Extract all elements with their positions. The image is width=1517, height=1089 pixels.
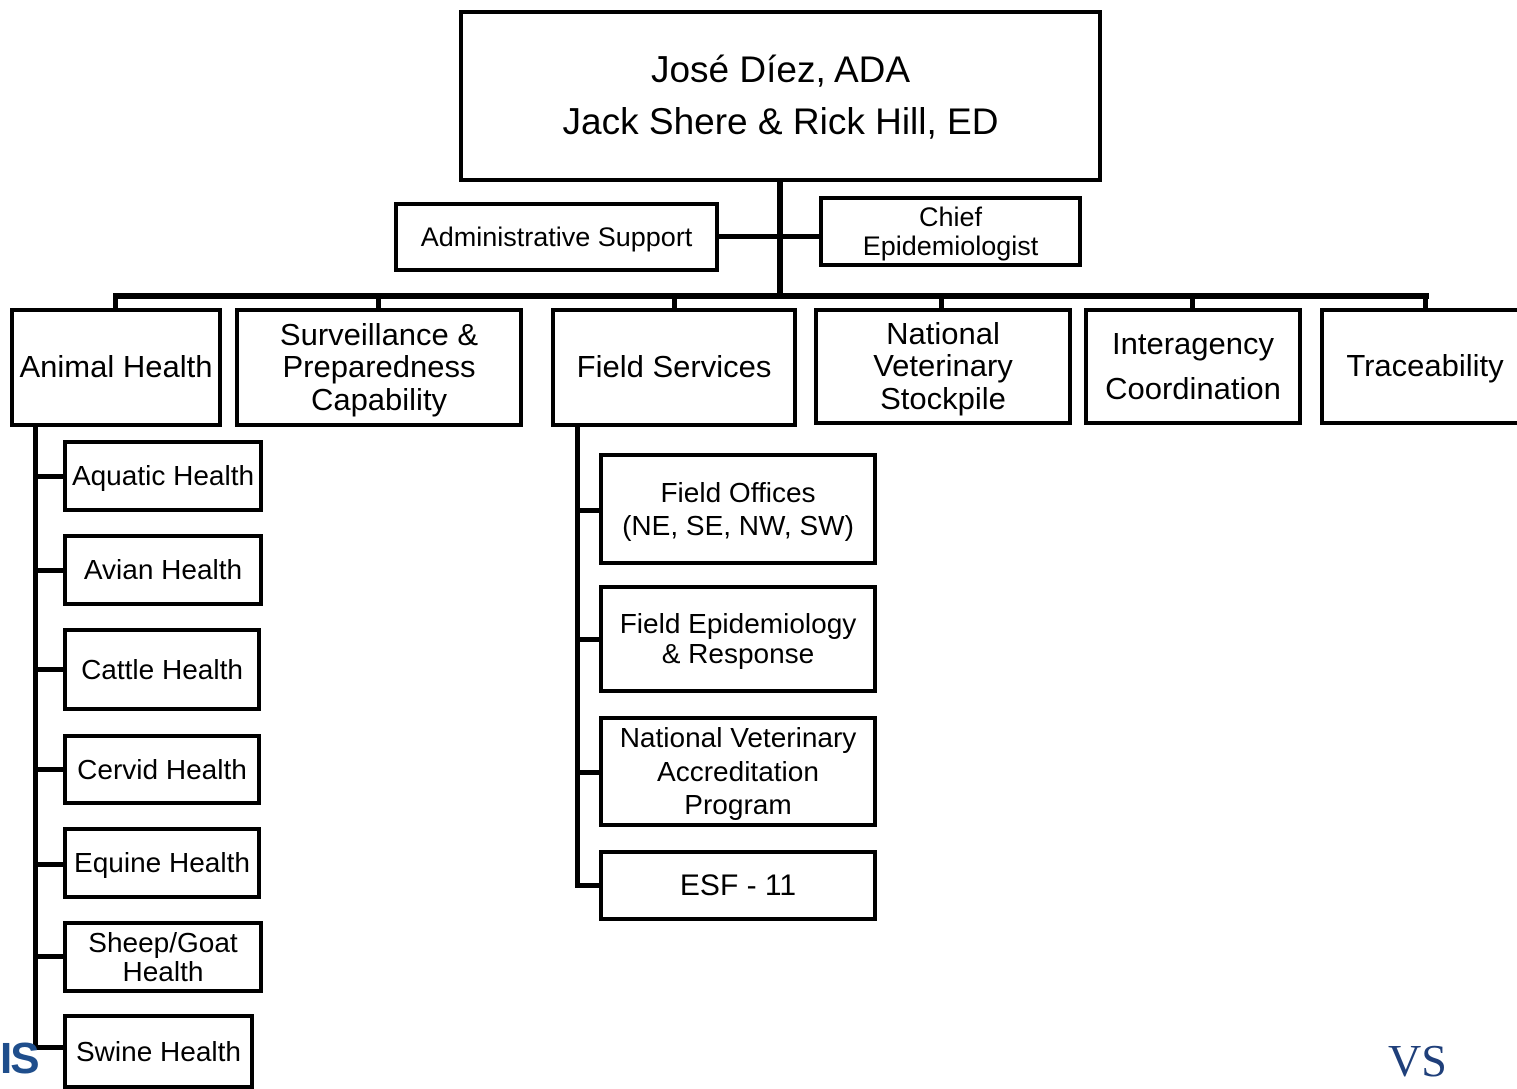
vs-logo: VS [1388, 1035, 1447, 1086]
drop-interagency [1190, 293, 1195, 310]
ah-branch [33, 667, 67, 672]
field-services-box: Field Services [551, 308, 797, 427]
sheep-goat-health-box: Sheep/Goat Health [63, 921, 263, 993]
leadership-line-1: José Díez, ADA [650, 49, 911, 91]
cervid-health-box: Cervid Health [63, 734, 261, 805]
traceability-box: Traceability [1320, 308, 1517, 425]
drop-stockpile [939, 293, 944, 310]
fs-branch [575, 508, 602, 513]
leadership-box: José Díez, ADA Jack Shere & Rick Hill, E… [459, 10, 1102, 182]
ah-branch [33, 474, 67, 479]
fs-branch [575, 883, 602, 888]
swine-health-box: Swine Health [63, 1014, 254, 1089]
drop-traceability [1423, 293, 1428, 310]
staff-connector [716, 234, 824, 239]
aphis-logo: IS [0, 1034, 40, 1083]
field-offices-box: Field Offices (NE, SE, NW, SW) [599, 453, 877, 565]
fs-branch [575, 770, 602, 775]
ah-branch [33, 954, 67, 959]
surveillance-preparedness-box: Surveillance & Preparedness Capability [235, 308, 523, 427]
avian-health-box: Avian Health [63, 534, 263, 606]
animal-health-spine [33, 424, 38, 1049]
ah-branch [33, 1045, 67, 1050]
drop-field-services [672, 293, 677, 310]
cattle-health-box: Cattle Health [63, 628, 261, 711]
animal-health-box: Animal Health [10, 308, 222, 427]
ah-branch [33, 767, 67, 772]
national-veterinary-accreditation-box: National Veterinary Accreditation Progra… [599, 716, 877, 827]
drop-animal-health [113, 293, 118, 310]
field-services-spine [575, 424, 580, 888]
field-epidemiology-response-box: Field Epidemiology & Response [599, 585, 877, 693]
trunk-line [777, 180, 783, 298]
national-veterinary-stockpile-box: National Veterinary Stockpile [814, 308, 1072, 425]
drop-surveillance [376, 293, 381, 310]
chief-epidemiologist-box: Chief Epidemiologist [819, 196, 1082, 267]
fs-branch [575, 637, 602, 642]
leadership-line-2: Jack Shere & Rick Hill, ED [562, 101, 999, 142]
esf-11-box: ESF - 11 [599, 850, 877, 921]
division-bus [113, 293, 1429, 299]
ah-branch [33, 568, 67, 573]
equine-health-box: Equine Health [63, 827, 261, 899]
aquatic-health-box: Aquatic Health [63, 440, 263, 512]
ah-branch [33, 862, 67, 867]
administrative-support-box: Administrative Support [394, 202, 719, 272]
interagency-coordination-box: Interagency Coordination [1084, 308, 1302, 425]
